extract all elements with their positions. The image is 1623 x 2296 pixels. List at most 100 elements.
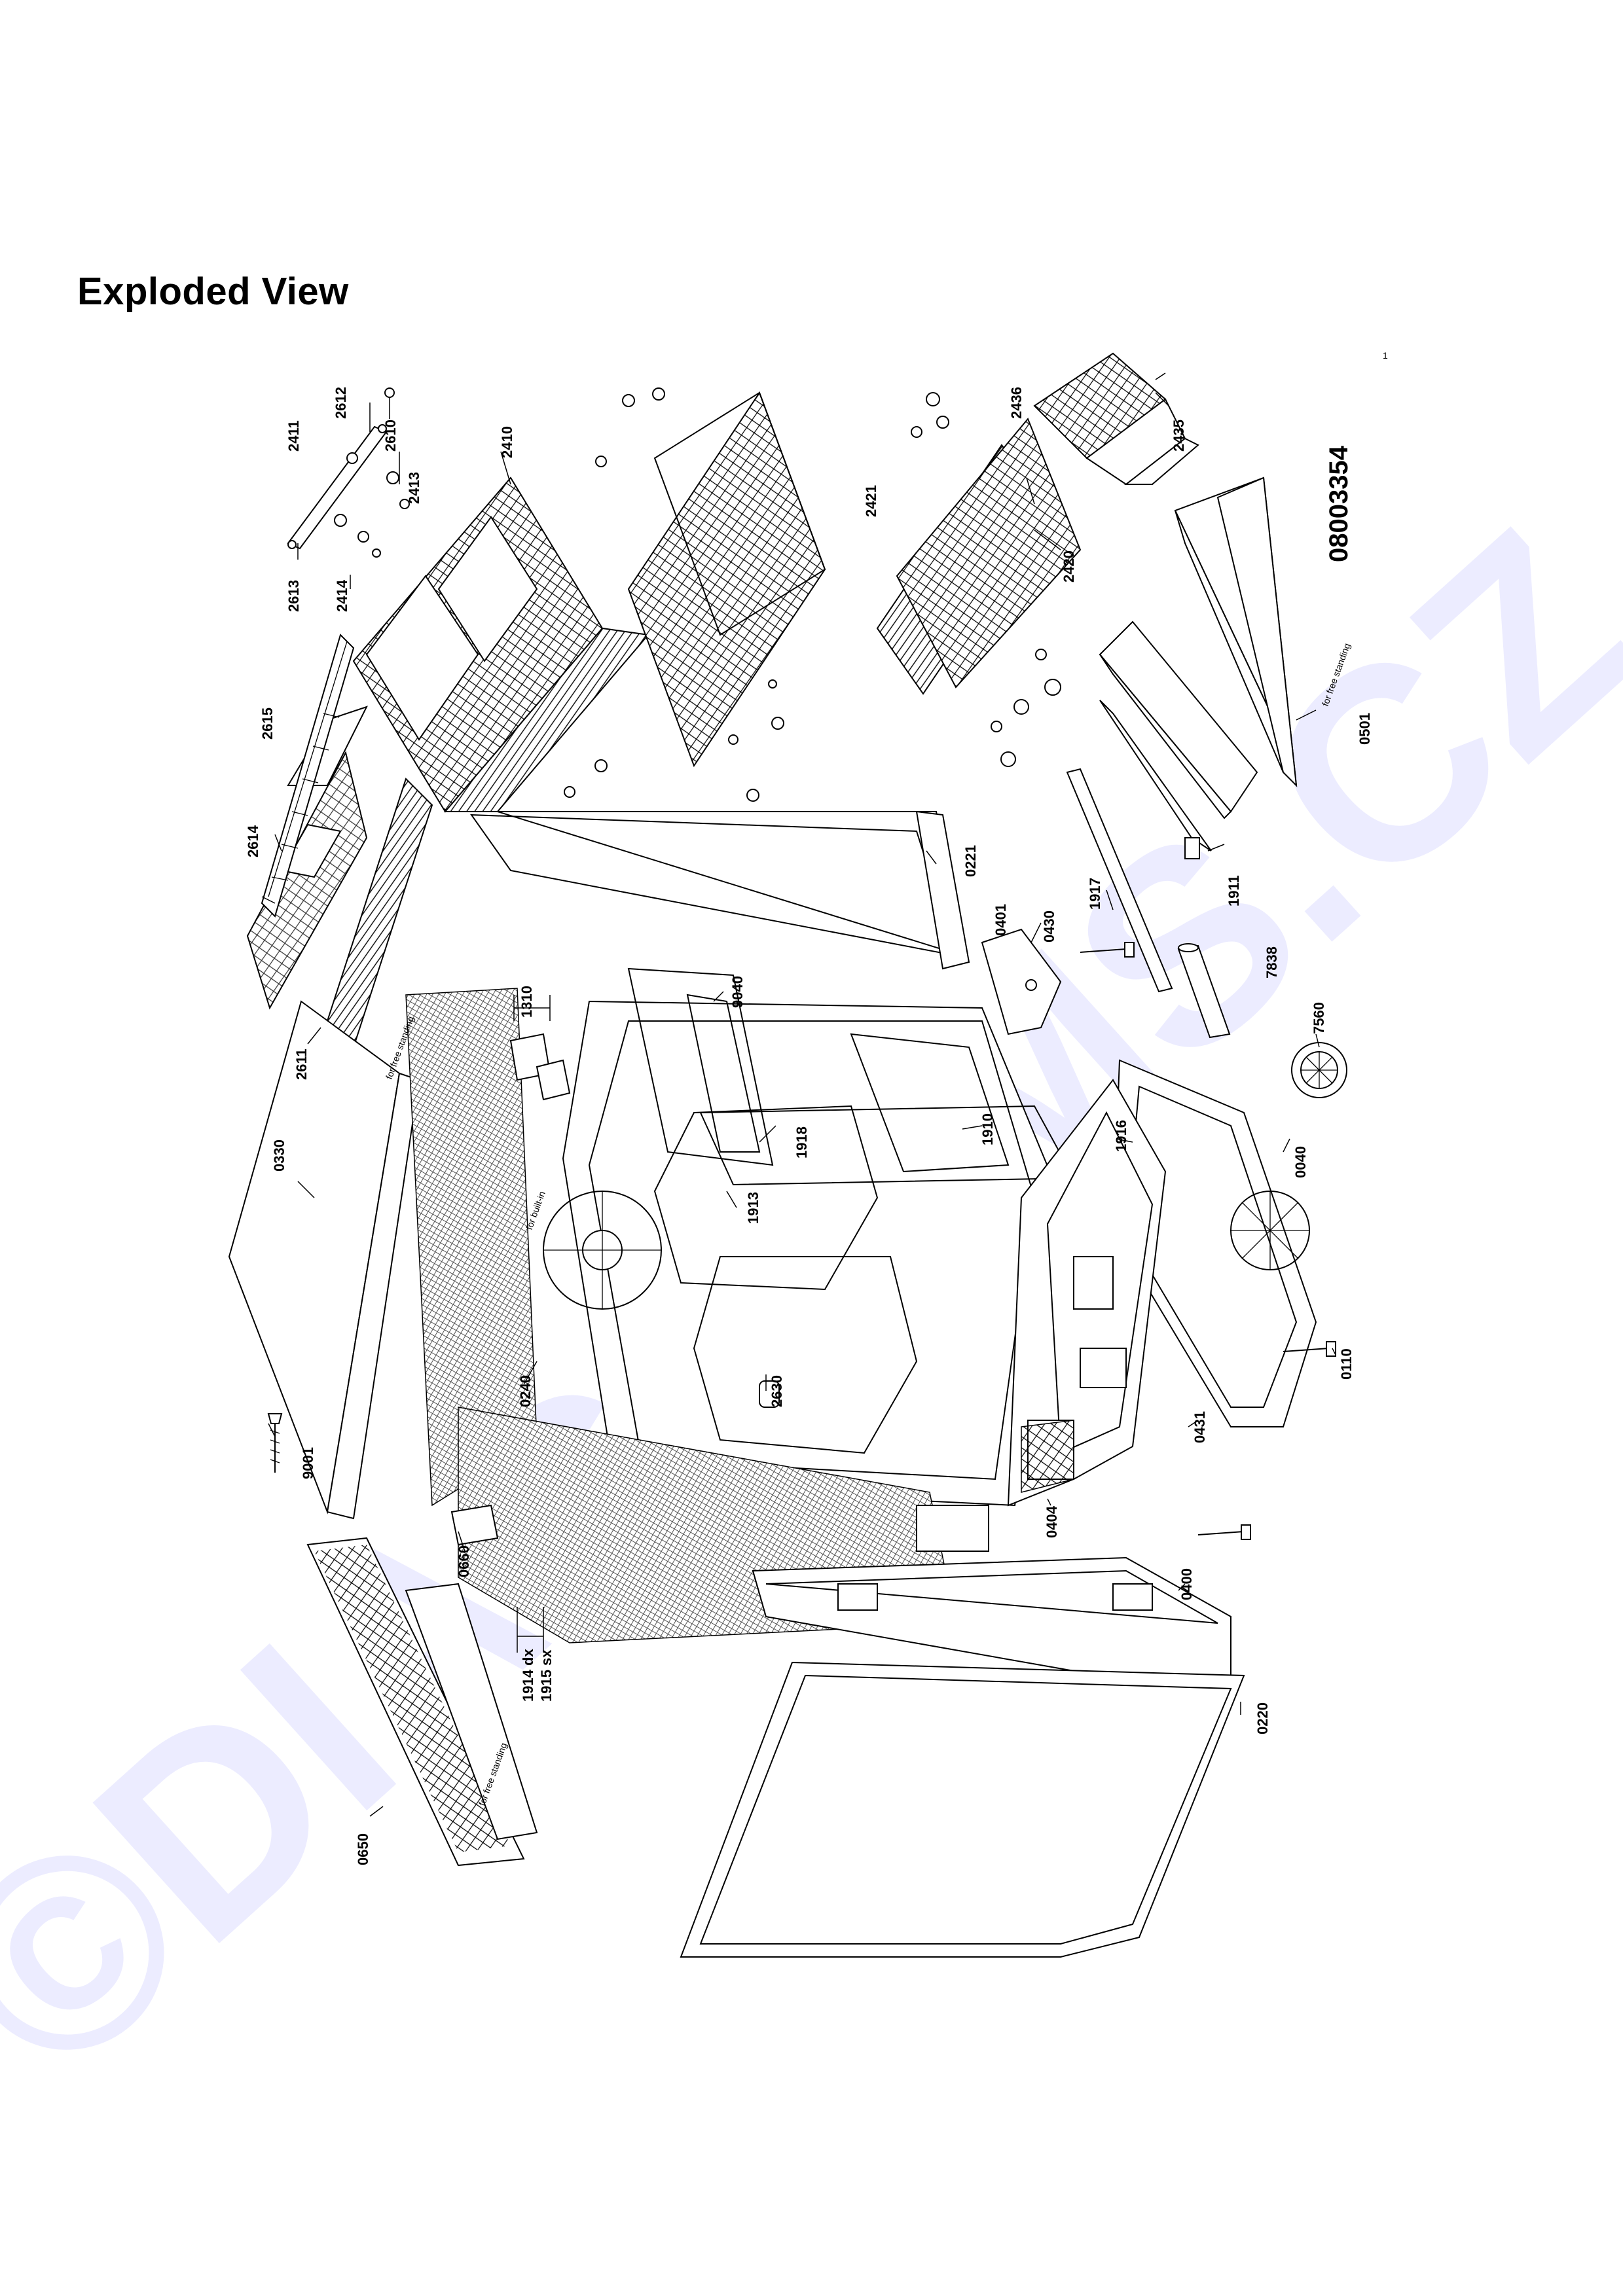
- worktop-0330: [228, 1000, 420, 1520]
- svg-text:2614: 2614: [245, 825, 261, 857]
- pump-7560: [1291, 1042, 1347, 1098]
- label-1918: 1918: [793, 1126, 810, 1158]
- label-0110: 0110: [1338, 1348, 1355, 1380]
- svg-text:2615: 2615: [259, 708, 276, 740]
- svg-text:9040: 9040: [729, 976, 746, 1008]
- svg-text:2410: 2410: [499, 426, 515, 458]
- lower-basket-2420: [876, 392, 1082, 767]
- svg-text:2436: 2436: [1008, 387, 1025, 419]
- rail-2613: [287, 387, 410, 558]
- svg-text:0401: 0401: [993, 904, 1009, 936]
- screw-0110: [1283, 1341, 1336, 1357]
- bracket-0430: [981, 928, 1062, 1035]
- label-1915-sx: 1915 sx: [538, 1649, 555, 1702]
- cutlery-basket-2436: [1033, 352, 1199, 486]
- svg-text:0431: 0431: [1192, 1411, 1208, 1443]
- tick-mark: 1: [1383, 350, 1388, 361]
- screw-9001: [267, 1413, 283, 1473]
- label-2611: 2611: [293, 1049, 310, 1080]
- document-number: 08003354: [1324, 445, 1353, 562]
- label-0431: 0431: [1192, 1411, 1208, 1443]
- tub-0240: [543, 1000, 1062, 1507]
- page-title: Exploded View: [77, 270, 349, 313]
- label-1310: 1310: [519, 986, 535, 1018]
- label-2436: 2436: [1008, 387, 1025, 419]
- svg-text:0040: 0040: [1292, 1146, 1309, 1178]
- document-number-text: 08003354: [1324, 445, 1353, 562]
- label-2612: 2612: [333, 387, 349, 419]
- label-0400: 0400: [1178, 1568, 1195, 1600]
- label-2630: 2630: [769, 1375, 785, 1407]
- label-0430: 0430: [1041, 910, 1057, 942]
- label-0330: 0330: [271, 1139, 287, 1172]
- screw-0400: [1197, 1524, 1251, 1540]
- svg-text:2421: 2421: [863, 485, 879, 517]
- svg-text:0110: 0110: [1338, 1348, 1355, 1380]
- label-0404: 0404: [1044, 1505, 1060, 1538]
- support-0660: [450, 1504, 499, 1546]
- label-1910: 1910: [979, 1113, 996, 1145]
- svg-text:0430: 0430: [1041, 910, 1057, 942]
- label-2413: 2413: [406, 472, 422, 504]
- svg-text:1918: 1918: [793, 1126, 810, 1158]
- label-7838: 7838: [1264, 946, 1280, 978]
- svg-text:2611: 2611: [293, 1049, 310, 1080]
- svg-text:2414: 2414: [334, 579, 350, 612]
- kickplate-0650: [306, 1537, 538, 1867]
- label-2411: 2411: [285, 420, 302, 452]
- rail-1917: [1066, 768, 1173, 993]
- svg-text:0221: 0221: [962, 845, 979, 877]
- svg-text:1917: 1917: [1087, 878, 1103, 910]
- label-2615: 2615: [259, 708, 276, 740]
- svg-text:2630: 2630: [769, 1375, 785, 1407]
- label-1916: 1916: [1113, 1120, 1129, 1152]
- tube-7838: [1177, 943, 1231, 1039]
- machine-compartment: [1007, 1079, 1167, 1507]
- svg-text:2413: 2413: [406, 472, 422, 504]
- middle-basket: [564, 387, 826, 802]
- svg-text:1911: 1911: [1226, 875, 1242, 906]
- door-panel-0220: [680, 1661, 1245, 1958]
- label-2610: 2610: [382, 420, 399, 452]
- upper-basket-2410: [352, 476, 649, 813]
- label-2410: 2410: [499, 426, 515, 458]
- svg-text:1910: 1910: [979, 1113, 996, 1145]
- svg-text:1913: 1913: [745, 1192, 761, 1224]
- svg-text:0220: 0220: [1254, 1702, 1271, 1734]
- svg-text:2420: 2420: [1061, 550, 1077, 583]
- leader-lines: [261, 372, 1336, 1817]
- label-0040: 0040: [1292, 1146, 1309, 1178]
- svg-text:7560: 7560: [1311, 1002, 1327, 1034]
- label-1913: 1913: [745, 1192, 761, 1224]
- svg-text:0330: 0330: [271, 1139, 287, 1172]
- label-0660: 0660: [456, 1545, 472, 1577]
- label-1914-dx: 1914 dx: [520, 1649, 536, 1702]
- label-0240: 0240: [517, 1375, 534, 1407]
- svg-text:2435: 2435: [1171, 420, 1187, 452]
- svg-text:1914 dx: 1914 dx: [520, 1649, 536, 1702]
- svg-text:0650: 0650: [355, 1833, 371, 1865]
- svg-text:7838: 7838: [1264, 946, 1280, 978]
- label-0220: 0220: [1254, 1702, 1271, 1734]
- label-2613: 2613: [285, 580, 302, 612]
- label-1911: 1911: [1226, 875, 1242, 906]
- svg-text:2612: 2612: [333, 387, 349, 419]
- svg-text:0660: 0660: [456, 1545, 472, 1577]
- svg-text:0404: 0404: [1044, 1505, 1060, 1538]
- side-panel-0221: [470, 810, 970, 970]
- label-2421: 2421: [863, 485, 879, 517]
- cutlery-strip-2615: [261, 634, 355, 918]
- svg-text:2411: 2411: [285, 420, 302, 452]
- svg-text:0400: 0400: [1178, 1568, 1195, 1600]
- svg-text:1310: 1310: [519, 986, 535, 1018]
- label-0501: 0501: [1357, 713, 1373, 745]
- svg-text:0240: 0240: [517, 1375, 534, 1407]
- label-1917: 1917: [1087, 878, 1103, 910]
- svg-text:1915 sx: 1915 sx: [538, 1649, 555, 1702]
- label-2420: 2420: [1061, 550, 1077, 583]
- label-0401: 0401: [993, 904, 1009, 936]
- label-7560: 7560: [1311, 1002, 1327, 1034]
- control-panel-1911: [1099, 620, 1258, 859]
- brackets-1310: [509, 1033, 571, 1101]
